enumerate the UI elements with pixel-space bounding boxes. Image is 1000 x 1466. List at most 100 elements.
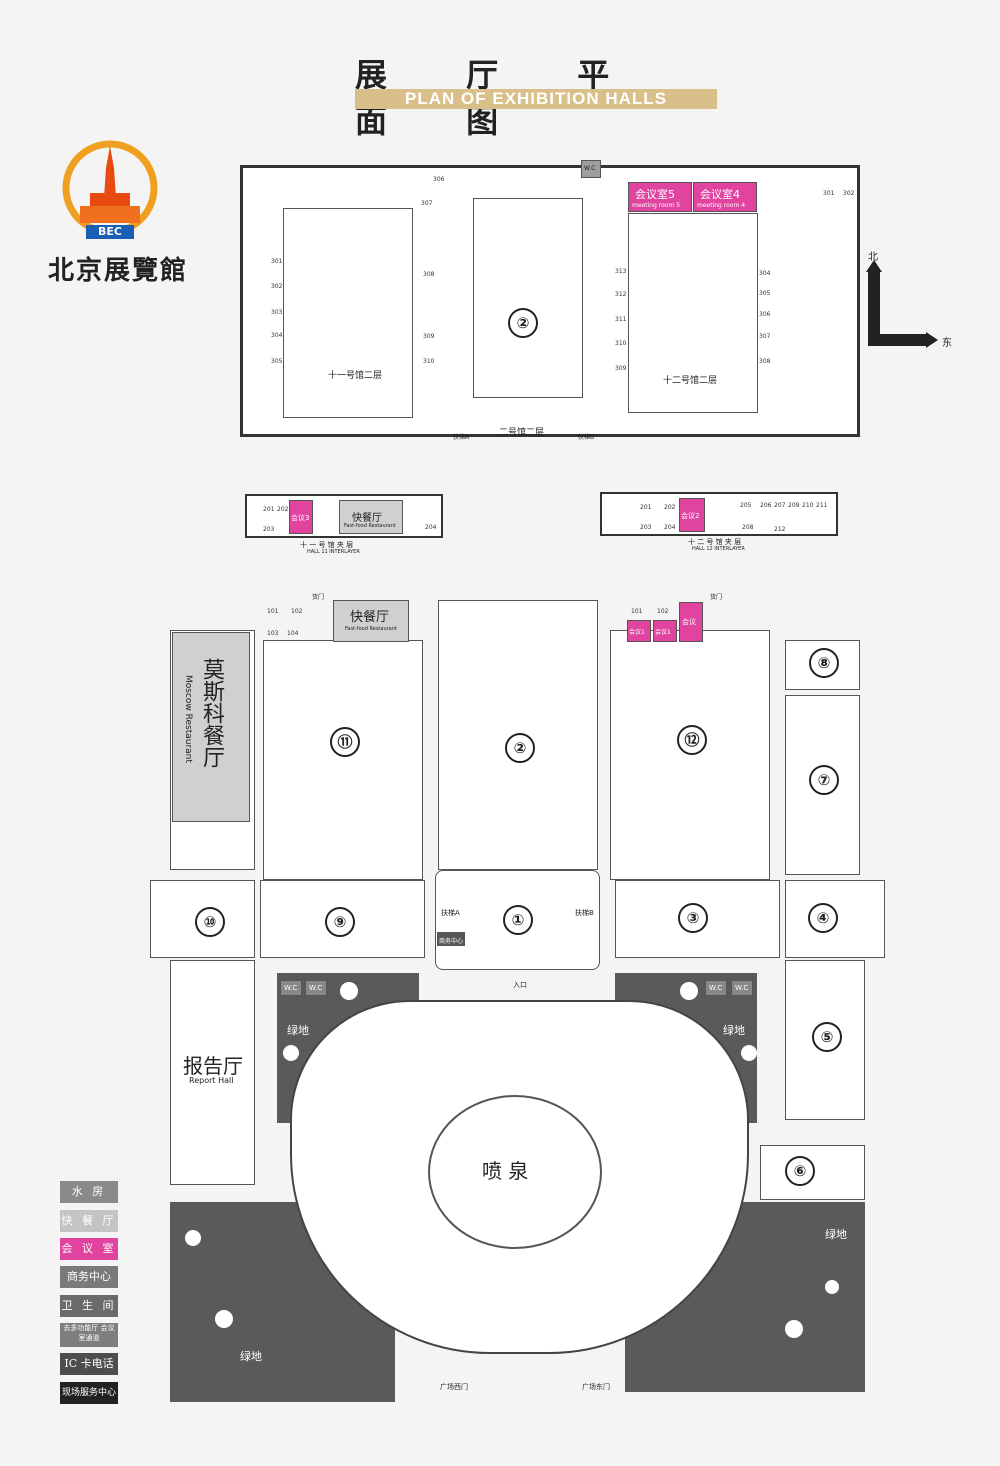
interlayer-fastfood-en: Fast-food Restaurant	[344, 523, 396, 529]
business-center-label: 商务中心	[439, 938, 464, 945]
room-306: 306	[433, 176, 445, 183]
fastfood-cn: 快餐厅	[350, 610, 390, 625]
ground-stair-b: 扶梯B	[575, 909, 594, 917]
hall-8-number[interactable]: ⑧	[809, 648, 839, 678]
moscow-restaurant[interactable]	[172, 632, 250, 822]
room-309: 309	[423, 333, 435, 340]
room-307: 307	[421, 200, 433, 207]
hall-2-upper-number[interactable]: ②	[508, 308, 538, 338]
meeting-room-1b-label: 会议1	[655, 629, 671, 636]
room-g103: 103	[267, 630, 279, 637]
legend-business-center: 商务中心	[60, 1266, 118, 1288]
room-i12-203: 203	[640, 524, 652, 531]
hall-2-floor2[interactable]	[473, 198, 583, 398]
hall-2-number[interactable]: ②	[505, 733, 535, 763]
room-302: 302	[271, 283, 283, 290]
fastfood-restaurant[interactable]	[333, 600, 409, 642]
hall-9-number[interactable]: ⑨	[325, 907, 355, 937]
room-i12-207: 207	[774, 502, 786, 509]
legend-passage: 去多功能厅 会议室通道	[60, 1323, 118, 1347]
meeting-room-ground[interactable]: 会议	[679, 602, 703, 642]
tree	[785, 1320, 803, 1338]
hall-11-floor2[interactable]	[283, 208, 413, 418]
room-i12-205: 205	[740, 502, 752, 509]
hall-11-interlayer-fastfood[interactable]: 快餐厅 Fast-food Restaurant	[339, 500, 403, 534]
room-g102: 102	[291, 608, 303, 615]
meeting-room-1a[interactable]: 会议1	[627, 620, 651, 642]
upper-stair-a: 扶梯A	[453, 434, 470, 441]
room-gr102: 102	[657, 608, 669, 615]
room-g104: 104	[287, 630, 299, 637]
hall-10-number[interactable]: ⑩	[195, 907, 225, 937]
legend-water-room: 水 房	[60, 1181, 118, 1203]
room-i12-208: 208	[742, 524, 754, 531]
moscow-restaurant-cn: 莫斯科餐厅	[199, 658, 224, 768]
ground-floor-plan: 喷 泉 莫斯科餐厅 Moscow Restaurant 快餐厅 Fast-foo…	[145, 570, 885, 1402]
green-left-label: 绿地	[287, 1024, 309, 1037]
wc-left-2-label: W.C	[309, 984, 323, 992]
hall-12-interlayer-cn: 十 二 号 馆 夹 层	[688, 538, 742, 546]
room-i11-202: 202	[277, 506, 289, 513]
hall-7-number[interactable]: ⑦	[809, 765, 839, 795]
report-hall-en: Report Hall	[189, 1076, 234, 1085]
hall-12-floor2-label: 十二号馆二层	[663, 376, 718, 386]
hall-5-number[interactable]: ⑤	[812, 1022, 842, 1052]
hall-12[interactable]	[610, 630, 770, 880]
page-subtitle: PLAN OF EXHIBITION HALLS	[355, 89, 717, 109]
wc-left-2[interactable]: W.C	[305, 980, 327, 996]
hall-11-number[interactable]: ⑪	[330, 727, 360, 757]
wc-left-1[interactable]: W.C	[280, 980, 302, 996]
room-r304: 304	[759, 270, 771, 277]
meeting-room-2[interactable]: 会议2	[679, 498, 705, 532]
hall-12-number[interactable]: ⑫	[677, 725, 707, 755]
meeting-room-5[interactable]: 会议室5 meeting room 5	[628, 182, 692, 212]
room-r305: 305	[759, 290, 771, 297]
tree	[215, 1310, 233, 1328]
report-hall-block[interactable]	[170, 960, 255, 1185]
legend-toilet: 卫 生 间	[60, 1295, 118, 1317]
hall-1-number[interactable]: ①	[503, 905, 533, 935]
room-i12-212: 212	[774, 526, 786, 533]
meeting-room-3-label: 会议3	[291, 514, 310, 522]
meeting-room-1b[interactable]: 会议1	[653, 620, 677, 642]
fastfood-en: Fast-food Restaurant	[345, 626, 397, 632]
hall-4-number[interactable]: ④	[808, 903, 838, 933]
bec-logo-icon	[62, 140, 158, 239]
room-i12-201: 201	[640, 504, 652, 511]
room-r313: 313	[615, 268, 627, 275]
room-tr301: 301	[823, 190, 835, 197]
logo: BEC	[60, 138, 160, 248]
tree	[825, 1280, 839, 1294]
wc-right-1[interactable]: W.C	[705, 980, 727, 996]
room-i12-202: 202	[664, 504, 676, 511]
wc-right-1-label: W.C	[709, 984, 723, 992]
room-310: 310	[423, 358, 435, 365]
hall-3-number[interactable]: ③	[678, 903, 708, 933]
meeting-room-5-en: meeting room 5	[632, 202, 681, 209]
legend-meeting-room: 会 议 室	[60, 1238, 118, 1260]
room-r312: 312	[615, 291, 627, 298]
room-i12-210: 210	[802, 502, 814, 509]
fountain[interactable]	[428, 1095, 602, 1249]
hall-11-floor2-label: 十一号馆二层	[328, 371, 383, 381]
business-center[interactable]: 商务中心	[437, 932, 465, 946]
wc-right-2[interactable]: W.C	[731, 980, 753, 996]
meeting-room-3[interactable]: 会议3	[289, 500, 313, 534]
room-gr101: 101	[631, 608, 643, 615]
upper-stair-b: 扶梯B	[578, 434, 595, 441]
upper-wc[interactable]: W.C	[581, 160, 601, 178]
ground-stair-a: 扶梯A	[441, 909, 460, 917]
meeting-room-4[interactable]: 会议室4 meeting room 4	[693, 182, 757, 212]
wc-left-1-label: W.C	[284, 984, 298, 992]
moscow-restaurant-en: Moscow Restaurant	[183, 675, 193, 763]
north-label: 北	[868, 252, 878, 263]
hall-12-interlayer-plan: 会议2 201 202 203 204 205 206 207 208 209 …	[600, 492, 838, 536]
fountain-label: 喷 泉	[482, 1159, 529, 1183]
green-bottom-right-label: 绿地	[825, 1228, 847, 1241]
freight-gate-left: 货门	[312, 594, 325, 601]
meeting-room-1a-label: 会议1	[629, 629, 645, 636]
freight-gate-right: 货门	[710, 594, 723, 601]
hall-11[interactable]	[263, 640, 423, 880]
hall-12-floor2[interactable]	[628, 213, 758, 413]
hall-6-number[interactable]: ⑥	[785, 1156, 815, 1186]
